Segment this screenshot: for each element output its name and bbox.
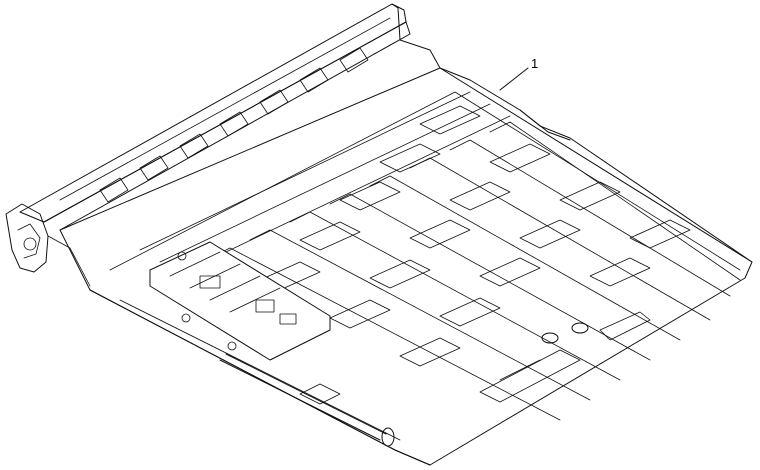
callout-leader-line [499,67,529,91]
callout-number-1: 1 [531,56,539,71]
right-rollers [479,311,651,403]
front-shaft [219,353,395,447]
rear-wall [19,3,441,231]
roller-mechanism [149,241,331,361]
tray-ribs [139,91,741,421]
tray-frame [59,67,753,466]
left-end-bracket [5,203,91,287]
